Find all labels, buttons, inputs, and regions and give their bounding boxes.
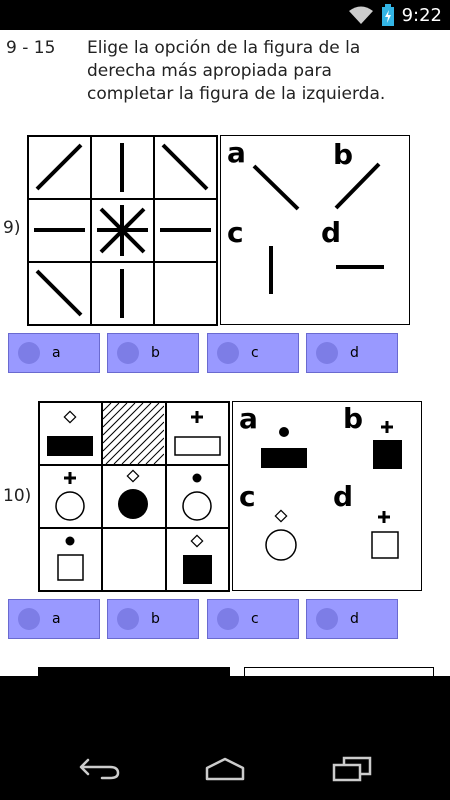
answer-c-shape [265,509,297,561]
matrix-cell [103,466,165,527]
answer-letter: c [227,216,244,249]
answer-b-shape [334,162,381,210]
option-b-button[interactable]: b [107,333,199,373]
answer-letter: d [321,216,341,249]
option-d-button[interactable]: d [306,333,398,373]
matrix-cell-star [92,200,153,261]
option-a-button[interactable]: a [8,333,100,373]
question-range: 9 - 15 [6,38,56,58]
question-11-answers-partial [244,667,434,676]
matrix-cell [40,529,102,590]
matrix-cell-hatched [103,403,165,464]
radio-button[interactable] [316,608,338,630]
wifi-icon [348,6,373,24]
matrix-cell [92,137,153,198]
answer-a-shape [252,164,300,211]
question-number: 10) [3,486,32,506]
matrix-cell [155,137,216,198]
question-10-answers: a b c d [232,401,422,591]
radio-button[interactable] [117,342,139,364]
navigation-bar [0,676,450,800]
matrix-cell [166,466,228,527]
radio-button[interactable] [117,608,139,630]
recents-icon[interactable] [330,756,374,782]
answer-d-shape [371,511,399,559]
question-9-answers: a b c d [220,135,410,325]
option-b-button[interactable]: b [107,599,199,639]
matrix-cell-empty [103,529,165,590]
answer-b-shape [373,421,402,469]
back-icon[interactable] [78,756,122,780]
option-c-button[interactable]: c [207,333,299,373]
question-number: 9) [3,218,21,238]
radio-button[interactable] [316,342,338,364]
answer-letter: c [239,480,256,513]
radio-button[interactable] [18,342,40,364]
question-9-matrix [27,135,218,326]
status-bar: 9:22 [0,0,450,30]
matrix-cell [40,403,102,464]
test-content[interactable]: 9 - 15 Elige la opción de la figura de l… [0,30,450,676]
matrix-cell-empty [155,263,216,324]
matrix-cell [155,200,216,261]
matrix-cell [29,200,90,261]
answer-letter: a [239,402,258,435]
matrix-cell [92,263,153,324]
home-icon[interactable] [201,756,249,782]
option-a-button[interactable]: a [8,599,100,639]
answer-letter: d [333,480,353,513]
matrix-cell [166,529,228,590]
option-c-button[interactable]: c [207,599,299,639]
option-d-button[interactable]: d [306,599,398,639]
answer-a-shape [261,427,307,468]
clock: 9:22 [401,4,442,26]
matrix-cell [29,137,90,198]
radio-button[interactable] [18,608,40,630]
question-10-matrix [38,401,230,592]
radio-button[interactable] [217,342,239,364]
answer-letter: a [227,136,246,169]
answer-letter: b [343,402,363,435]
matrix-cell [29,263,90,324]
matrix-cell [40,466,102,527]
instructions: Elige la opción de la figura de la derec… [87,38,386,104]
radio-button[interactable] [217,608,239,630]
battery-icon [381,4,394,26]
matrix-cell [166,403,228,464]
question-11-matrix-partial [38,667,230,676]
answer-letter: b [333,138,353,171]
